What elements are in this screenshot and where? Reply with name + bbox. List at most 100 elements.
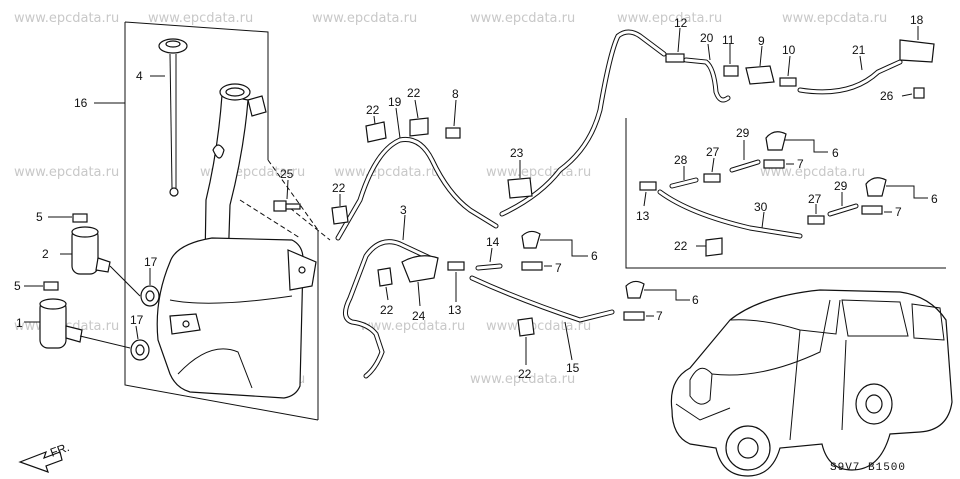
vehicle-hose-routing — [711, 299, 831, 376]
washer-nozzle — [521, 230, 541, 249]
front-direction-label: FR. — [48, 440, 71, 460]
leader-26 — [901, 93, 913, 97]
level-gauge-tube — [169, 53, 173, 189]
watermark: www.epcdata.ru — [360, 319, 465, 334]
pump-seal — [43, 281, 59, 291]
hose-3-inner — [344, 240, 432, 378]
hose-clip — [377, 267, 393, 287]
leader-21 — [859, 55, 863, 71]
filler-opening-inner — [225, 87, 245, 97]
bolt-shank — [285, 203, 301, 210]
pump-connect-line — [79, 335, 131, 349]
leader-22 — [385, 286, 389, 301]
hose-14-inner — [476, 264, 502, 270]
watermark: www.epcdata.ru — [14, 11, 119, 26]
callout-number: 7 — [555, 261, 562, 275]
hose-20 — [683, 57, 731, 103]
callout-number: 13 — [636, 209, 650, 223]
pump-outlet — [95, 257, 111, 273]
callout-number: 16 — [74, 96, 88, 110]
leader-22 — [373, 115, 376, 125]
group-bracket — [124, 22, 319, 421]
neck-window — [212, 144, 225, 159]
dashed-leader — [239, 199, 301, 239]
leader-8 — [453, 99, 457, 127]
vehicle-window — [841, 299, 909, 337]
hose-21-inner — [798, 60, 902, 94]
leader-27 — [711, 157, 715, 173]
front-arrow-icon — [18, 450, 63, 473]
hose-clip — [409, 117, 429, 137]
pump-top — [39, 298, 67, 310]
leader-24 — [417, 281, 421, 307]
callout-number: 28 — [674, 153, 688, 167]
callout-number: 30 — [754, 200, 768, 214]
callout-number: 26 — [880, 89, 894, 103]
hose-19 — [335, 136, 499, 241]
callout-number: 1 — [16, 316, 23, 330]
pump-grommet-hole — [145, 290, 155, 302]
dashed-leader — [267, 159, 319, 231]
front-direction-indicator: FR. — [18, 440, 71, 473]
joint-13 — [639, 181, 657, 191]
callout-number: 22 — [518, 367, 532, 381]
watermark: www.epcdata.ru — [334, 165, 439, 180]
washer-tank — [156, 237, 304, 399]
callout-number: 7 — [797, 157, 804, 171]
pump-connect-line — [109, 265, 141, 297]
callout-number: 29 — [834, 179, 848, 193]
callout-number: 19 — [388, 95, 402, 109]
leader-13 — [643, 191, 647, 207]
rear-hose-inner — [500, 30, 666, 216]
watermark: www.epcdata.ru — [470, 11, 575, 26]
leader-19 — [395, 107, 401, 139]
hose-15-inner — [470, 276, 614, 322]
callout-number: 14 — [486, 235, 500, 249]
leader-6 — [644, 289, 690, 301]
hose-29-inner — [828, 204, 858, 216]
joint-27 — [807, 215, 825, 225]
tank-ridge — [177, 348, 253, 389]
callout-number: 3 — [400, 203, 407, 217]
joint-9 — [745, 65, 775, 85]
washer-pumps — [24, 213, 141, 349]
callout-number: 18 — [910, 13, 924, 27]
nozzle-cap — [861, 205, 883, 215]
leader-14 — [489, 247, 493, 263]
hose-clip — [365, 121, 387, 143]
callout-number: 11 — [722, 33, 735, 47]
hose-joint — [447, 261, 465, 271]
check-valve-11 — [723, 65, 739, 77]
hose-clip — [507, 177, 533, 199]
group-bracket — [124, 21, 269, 160]
pump-top — [71, 226, 99, 238]
callout-number: 15 — [566, 361, 580, 375]
leader-10 — [787, 55, 791, 77]
rear-nozzle-18 — [899, 39, 935, 63]
inset-frame — [625, 118, 946, 269]
callout-number: 9 — [758, 34, 765, 48]
watermark: www.epcdata.ru — [470, 372, 575, 387]
leader-3 — [402, 214, 406, 241]
watermark: www.epcdata.ru — [312, 11, 417, 26]
hose-clip — [517, 317, 535, 337]
callout-number: 4 — [136, 69, 143, 83]
watermark: www.epcdata.ru — [14, 165, 119, 180]
callout-number: 22 — [674, 239, 688, 253]
callout-number: 23 — [510, 146, 524, 160]
leader-17 — [135, 325, 139, 340]
washer-nozzle — [765, 131, 787, 151]
vehicle-outline — [670, 289, 953, 477]
watermark: www.epcdata.ru — [486, 165, 591, 180]
vehicle-wheel-hub — [865, 394, 883, 414]
mount-hole — [182, 320, 190, 328]
leader-12 — [677, 27, 681, 53]
callout-number: 5 — [14, 279, 21, 293]
front-nozzles — [521, 230, 690, 321]
callout-number: 12 — [674, 16, 688, 30]
pump-grommet-hole — [135, 344, 145, 356]
hose-clip — [331, 205, 349, 225]
washer-hoses — [331, 29, 723, 379]
tank-ridge — [169, 295, 293, 304]
